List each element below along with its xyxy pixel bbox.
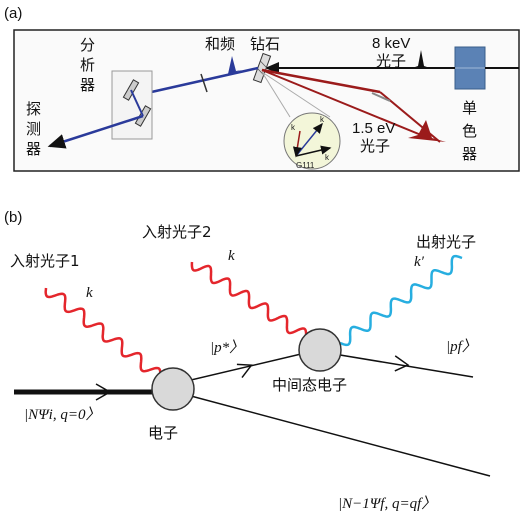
electron-vertex [151, 367, 195, 411]
inset-label-4: k [325, 153, 330, 162]
optical-pulse [408, 120, 446, 142]
hole-line [175, 391, 491, 477]
detector-char-2: 测 [26, 120, 41, 138]
initial-state: |NΨi, q=0〉 [24, 406, 100, 423]
sum-frequency-pulse [222, 56, 242, 76]
diamond-crystal [252, 52, 272, 84]
inset-label-1: k [291, 123, 296, 132]
inset-label-2: k [320, 115, 325, 124]
diamond-label: 钻石 [250, 35, 280, 53]
mono-char-2: 色 [462, 122, 477, 140]
detected-beam [47, 114, 144, 149]
optical-mirror [371, 92, 391, 102]
analyzer-char-2: 析 [80, 56, 95, 74]
optical-beam-2 [261, 68, 381, 94]
incident-photon-2-k: k [228, 248, 235, 264]
aperture [200, 73, 208, 93]
outgoing-photon-label: 出射光子 [416, 233, 476, 251]
xray-pulse [412, 50, 430, 68]
detector-char-3: 器 [26, 140, 41, 158]
xray-photon-label: 光子 [376, 52, 406, 70]
outgoing-photon-wave [339, 254, 463, 347]
outgoing-photon-k: k′ [414, 254, 425, 270]
optical-photon-label: 光子 [360, 137, 390, 155]
electron-label: 电子 [148, 424, 178, 442]
analyzer-box [111, 70, 153, 140]
incident-photon-2-wave [190, 261, 308, 338]
incident-photon-2-label: 入射光子2 [142, 223, 212, 241]
analyzer-char-3: 器 [80, 76, 95, 94]
intermediate-vertex [298, 328, 342, 372]
panel-a-tag: (a) [4, 5, 22, 22]
p-star-state: |p*〉 [210, 339, 244, 356]
final-state: |N−1Ψf, q=qf〉 [338, 495, 436, 512]
incident-photon-1-k: k [86, 285, 93, 301]
inset-label-3: G111 [296, 161, 315, 170]
wavevector-inset: k k G111 k [283, 112, 341, 170]
analyzer-char-1: 分 [80, 36, 95, 54]
intermediate-electron-label: 中间态电子 [272, 376, 347, 394]
intermediate-electron-line [173, 349, 319, 385]
mono-char-1: 单 [462, 99, 477, 117]
optical-energy: 1.5 eV [352, 120, 395, 137]
panel-b-tag: (b) [4, 209, 22, 226]
sum-frequency-label: 和频 [205, 35, 235, 53]
incident-photon-1-wave [44, 287, 162, 378]
mono-char-3: 器 [462, 145, 477, 163]
final-electron-line [321, 351, 474, 378]
detector-char-1: 探 [26, 100, 41, 118]
p-final-state: |pf〉 [446, 338, 477, 355]
panel-a-frame [13, 29, 520, 172]
incident-photon-1-label: 入射光子1 [10, 252, 80, 270]
xray-energy: 8 keV [372, 35, 410, 52]
optical-beam [261, 69, 427, 138]
